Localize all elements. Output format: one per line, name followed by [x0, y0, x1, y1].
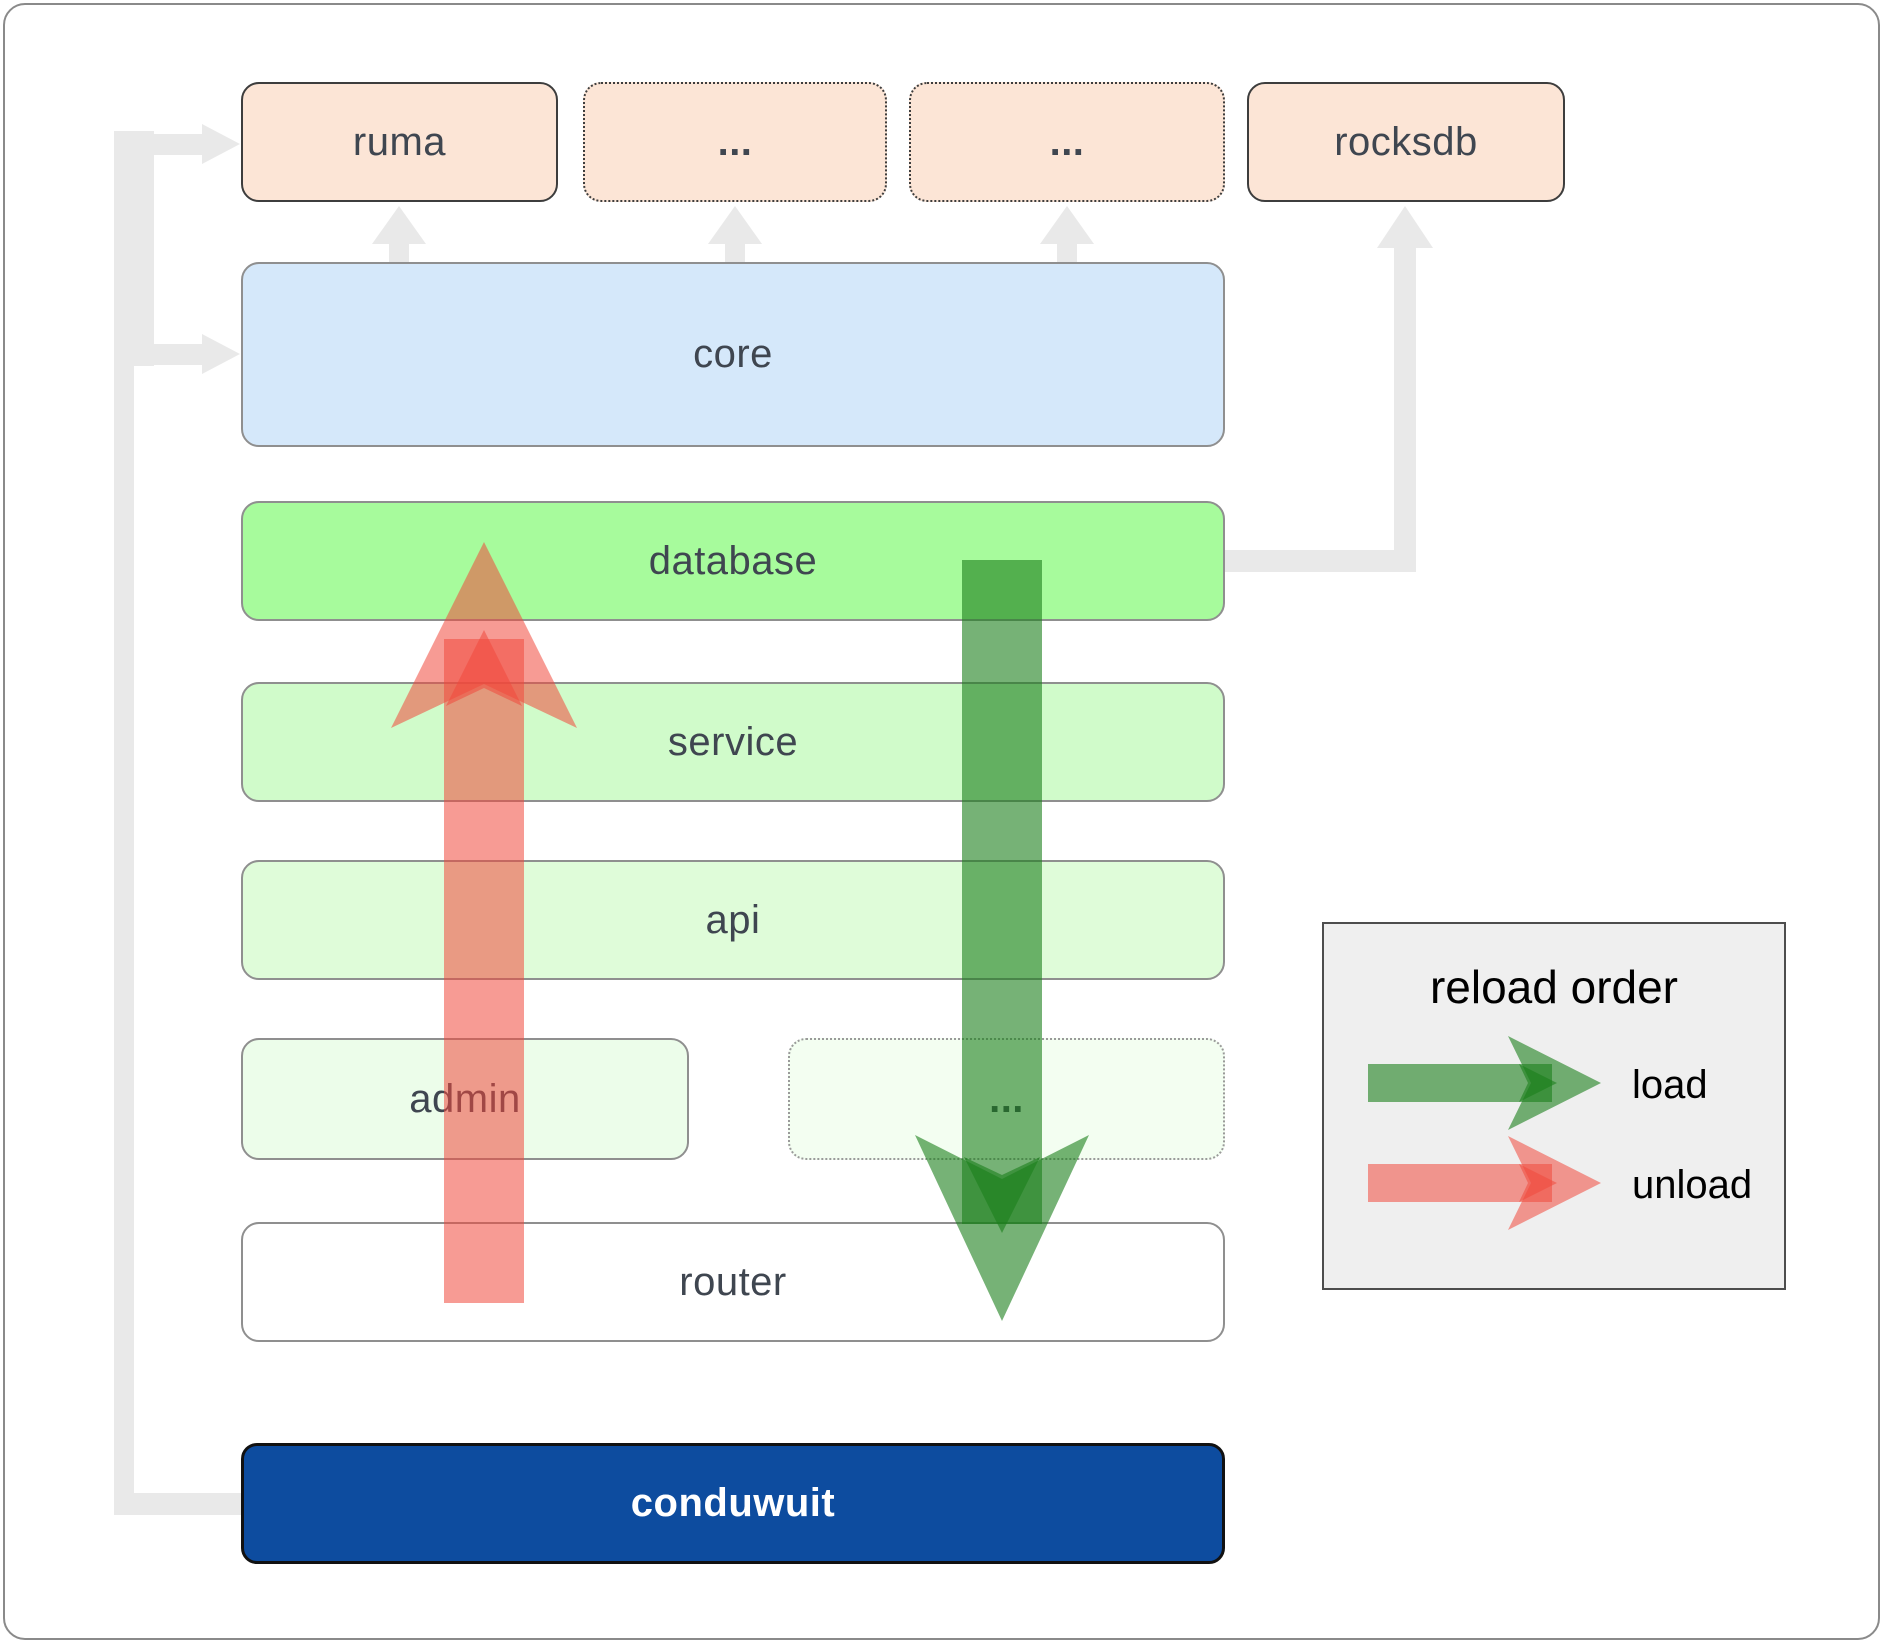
connector-core-to-ellipsis2-shaft	[1057, 240, 1077, 263]
up-arrowhead-icon-ellipsis1	[708, 206, 762, 244]
box-api-label: api	[705, 897, 761, 942]
legend-unload-label: unload	[1632, 1162, 1753, 1207]
up-arrowhead-icon-ellipsis2	[1040, 206, 1094, 244]
connector-core-to-ellipsis1-shaft	[725, 240, 745, 263]
legend-title: reload order	[1429, 961, 1679, 1013]
box-service-label: service	[667, 719, 799, 764]
box-service: service	[241, 682, 1225, 802]
box-ellipsis-top-2: ...	[909, 82, 1225, 202]
box-ellipsis-top-2-label: ...	[1049, 119, 1085, 164]
right-arrowhead-icon-ruma	[202, 124, 240, 164]
box-database-label: database	[648, 538, 818, 583]
up-arrowhead-icon-ruma	[372, 206, 426, 244]
box-api: api	[241, 860, 1225, 980]
connector-to-ruma-shaft	[114, 134, 204, 155]
up-arrowhead-icon-rocksdb	[1377, 206, 1433, 248]
box-ruma-label: ruma	[352, 119, 447, 164]
box-ellipsis-admin-label: ...	[989, 1076, 1024, 1121]
box-router: router	[241, 1222, 1225, 1342]
connector-conduwuit-core-jog	[134, 131, 154, 366]
box-rocksdb-label: rocksdb	[1334, 119, 1478, 164]
connector-database-to-rocksdb-h	[1225, 550, 1416, 572]
box-ellipsis-admin: ...	[788, 1038, 1225, 1160]
box-router-label: router	[679, 1259, 787, 1304]
box-core-label: core	[693, 332, 773, 376]
box-database: database	[241, 501, 1225, 621]
connector-conduwuit-trunk	[114, 131, 134, 1515]
connector-core-to-ruma-shaft	[389, 240, 409, 263]
right-arrowhead-icon-core	[202, 334, 240, 374]
connector-conduwuit-bottom	[114, 1493, 244, 1515]
box-ellipsis-top-1: ...	[583, 82, 887, 202]
connector-database-to-rocksdb-v	[1394, 246, 1416, 572]
box-rocksdb: rocksdb	[1247, 82, 1565, 202]
legend: reload order load unload	[1322, 922, 1786, 1290]
connector-to-core-shaft	[134, 344, 204, 365]
diagram-frame	[3, 3, 1880, 1640]
box-ellipsis-top-1-label: ...	[717, 119, 753, 164]
legend-load-label: load	[1632, 1062, 1708, 1107]
box-ruma: ruma	[241, 82, 558, 202]
box-conduwuit-label: conduwuit	[630, 1481, 836, 1525]
box-conduwuit: conduwuit	[241, 1443, 1225, 1564]
box-core: core	[241, 262, 1225, 447]
box-admin: admin	[241, 1038, 689, 1160]
box-admin-label: admin	[409, 1076, 521, 1121]
